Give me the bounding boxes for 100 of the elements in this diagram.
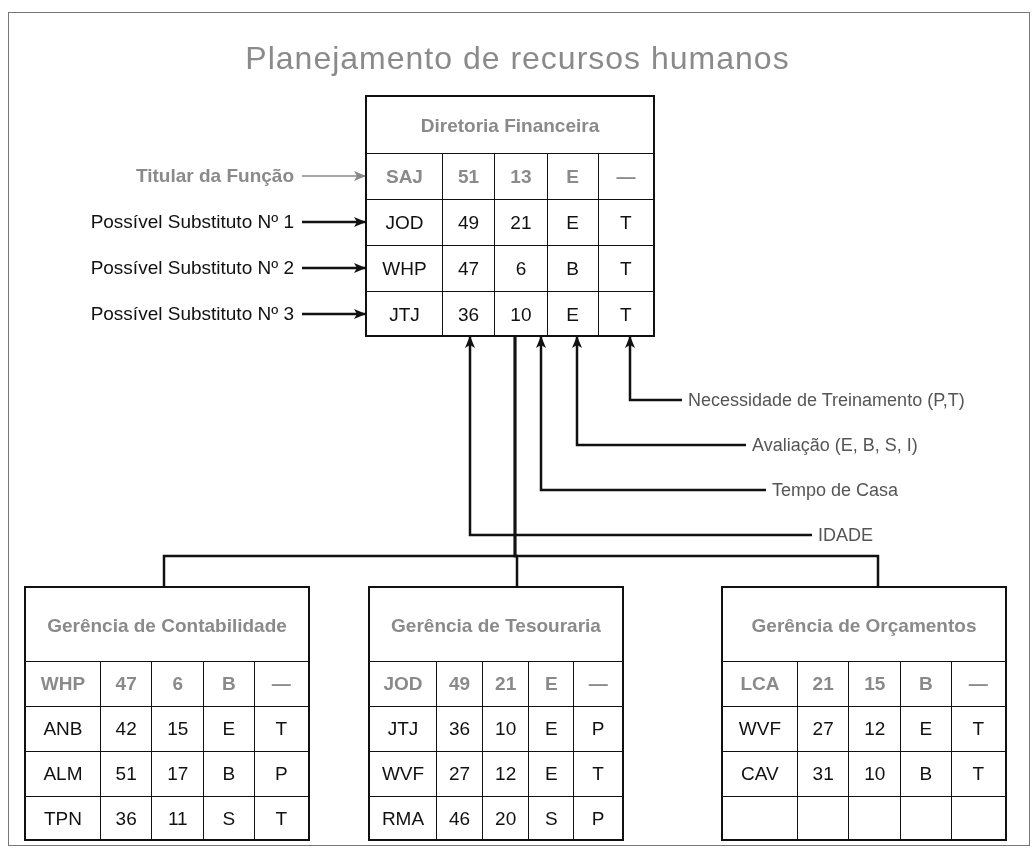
table-cell: E	[528, 706, 574, 751]
table-cell: 31	[796, 751, 849, 796]
table-cell: 21	[796, 661, 849, 706]
arrow	[536, 336, 766, 492]
table-cell: RMA	[370, 796, 436, 841]
table-cell: P	[573, 706, 622, 751]
table-cell: 51	[99, 751, 152, 796]
table-heading: Gerência de Tesouraria	[390, 613, 602, 638]
table-cell: 20	[482, 796, 529, 841]
table-cell: CAV	[723, 751, 797, 796]
table-cell: T	[253, 796, 308, 841]
arrow	[572, 336, 746, 447]
table-cell: JTJ	[367, 291, 442, 337]
table-cell: 27	[796, 706, 849, 751]
table-cell: 36	[436, 706, 483, 751]
table-cell: —	[597, 153, 653, 199]
table-cell: E	[900, 706, 951, 751]
table-cell: 15	[151, 706, 204, 751]
table-cell: —	[253, 661, 308, 706]
staff-table	[721, 586, 1007, 841]
table-cell: 6	[494, 245, 547, 291]
arrow	[625, 336, 682, 402]
table-cell: —	[950, 661, 1005, 706]
table-cell: 12	[848, 706, 901, 751]
table-cell: T	[597, 245, 653, 291]
table-cell: E	[528, 751, 574, 796]
table-cell: 49	[436, 661, 483, 706]
table-cell: 10	[848, 751, 901, 796]
table-cell: B	[203, 661, 254, 706]
table-cell: T	[950, 706, 1005, 751]
table-cell: S	[528, 796, 574, 841]
table-cell: B	[203, 751, 254, 796]
table-cell: T	[573, 751, 622, 796]
table-cell: ALM	[26, 751, 100, 796]
table-cell: JTJ	[370, 706, 436, 751]
table-cell: 17	[151, 751, 204, 796]
table-heading: Gerência de Orçamentos	[750, 613, 978, 638]
arrow	[302, 309, 366, 319]
table-cell: TPN	[26, 796, 100, 841]
staff-table	[365, 95, 655, 337]
table-cell: P	[573, 796, 622, 841]
row-label: Possível Substituto Nº 2	[60, 248, 294, 288]
table-heading: Diretoria Financeira	[419, 114, 601, 139]
row-label: Titular da Função	[60, 156, 294, 196]
table-cell: WHP	[367, 245, 442, 291]
org-chart-line	[513, 337, 880, 586]
table-cell: WVF	[370, 751, 436, 796]
row-label: Possível Substituto Nº 1	[60, 202, 294, 242]
table-cell: T	[950, 751, 1005, 796]
table-cell: 6	[151, 661, 204, 706]
table-cell: P	[253, 751, 308, 796]
arrow	[302, 217, 366, 227]
table-cell: 10	[494, 291, 547, 337]
column-legend-label: Avaliação (E, B, S, I)	[752, 431, 992, 459]
table-cell: B	[900, 661, 951, 706]
table-cell: LCA	[723, 661, 797, 706]
table-cell: JOD	[370, 661, 436, 706]
table-cell: S	[203, 796, 254, 841]
table-cell: E	[528, 661, 574, 706]
table-cell: E	[203, 706, 254, 751]
table-cell: 47	[99, 661, 152, 706]
column-legend-label: IDADE	[818, 521, 898, 549]
table-cell: 10	[482, 706, 529, 751]
table-cell: T	[597, 199, 653, 245]
diagram-title: Planejamento de recursos humanos	[244, 40, 791, 77]
table-cell: JOD	[367, 199, 442, 245]
table-cell: 11	[151, 796, 204, 841]
table-cell: WVF	[723, 706, 797, 751]
arrow	[302, 263, 366, 273]
table-cell: 15	[848, 661, 901, 706]
table-cell: 21	[482, 661, 529, 706]
table-cell: B	[546, 245, 598, 291]
table-cell: 36	[441, 291, 495, 337]
column-legend-label: Tempo de Casa	[772, 476, 912, 504]
table-cell: ANB	[26, 706, 100, 751]
table-cell: 36	[99, 796, 152, 841]
arrow	[301, 171, 366, 181]
table-cell: 47	[441, 245, 495, 291]
table-cell: T	[253, 706, 308, 751]
table-cell: 49	[441, 199, 495, 245]
table-cell: E	[546, 199, 598, 245]
table-cell: T	[597, 291, 653, 337]
table-cell: 27	[436, 751, 483, 796]
table-cell: 51	[441, 153, 495, 199]
table-cell: —	[573, 661, 622, 706]
table-cell: SAJ	[367, 153, 442, 199]
table-cell: E	[546, 153, 598, 199]
table-cell: 13	[494, 153, 547, 199]
table-cell: 12	[482, 751, 529, 796]
table-cell: 42	[99, 706, 152, 751]
staff-table	[24, 586, 310, 841]
arrow	[465, 336, 812, 537]
table-heading: Gerência de Contabilidade	[46, 613, 288, 638]
row-label: Possível Substituto Nº 3	[60, 294, 294, 334]
staff-table	[368, 586, 624, 841]
table-cell: B	[900, 751, 951, 796]
column-legend-label: Necessidade de Treinamento (P,T)	[688, 386, 1010, 414]
table-cell: 21	[494, 199, 547, 245]
table-cell: 46	[436, 796, 483, 841]
table-cell: WHP	[26, 661, 100, 706]
